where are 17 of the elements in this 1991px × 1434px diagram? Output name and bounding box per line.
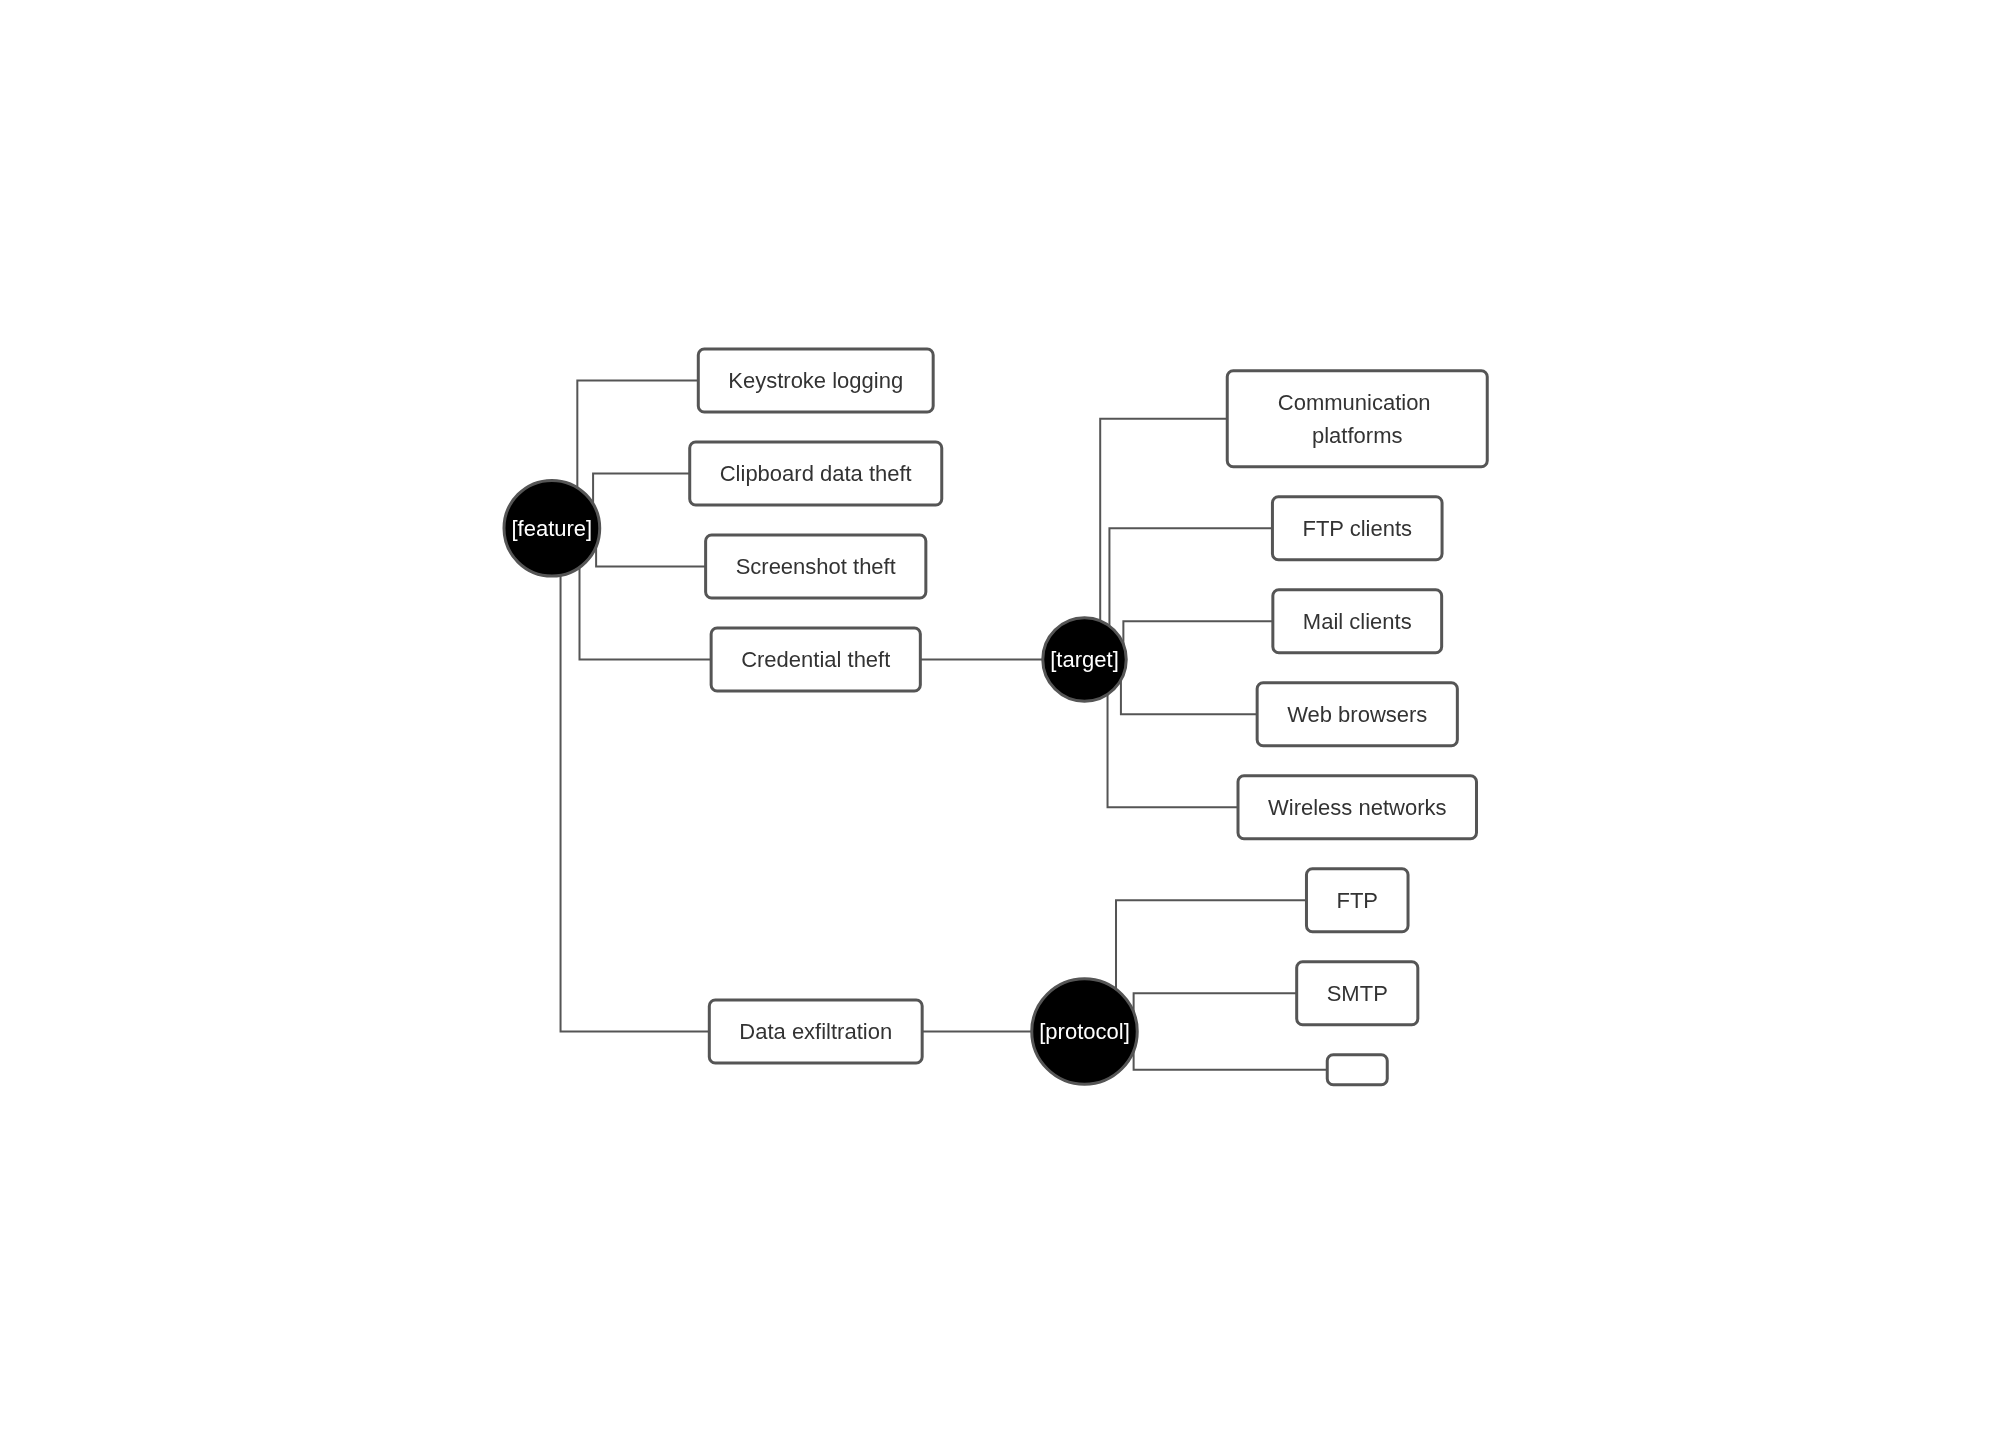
node-box: Credential theft bbox=[709, 626, 922, 693]
node-box: Keystroke logging bbox=[696, 347, 935, 414]
node-box: FTP clients bbox=[1270, 495, 1444, 562]
node-circle: [target] bbox=[1041, 616, 1128, 703]
node-box: SMTP bbox=[1295, 960, 1420, 1027]
node-box: Web browsers bbox=[1255, 681, 1459, 748]
node-box bbox=[1325, 1053, 1389, 1087]
connector bbox=[578, 566, 712, 661]
node-box: Wireless networks bbox=[1236, 774, 1478, 841]
node-box: Mail clients bbox=[1271, 588, 1444, 655]
node-circle: [protocol] bbox=[1030, 977, 1139, 1086]
node-box: Screenshot theft bbox=[704, 533, 928, 600]
node-box: Data exfiltration bbox=[707, 998, 924, 1065]
node-box: FTP bbox=[1304, 867, 1410, 934]
node-circle: [feature] bbox=[502, 479, 602, 578]
node-box: Clipboard data theft bbox=[688, 440, 944, 507]
node-box: Communication platforms bbox=[1225, 369, 1489, 469]
